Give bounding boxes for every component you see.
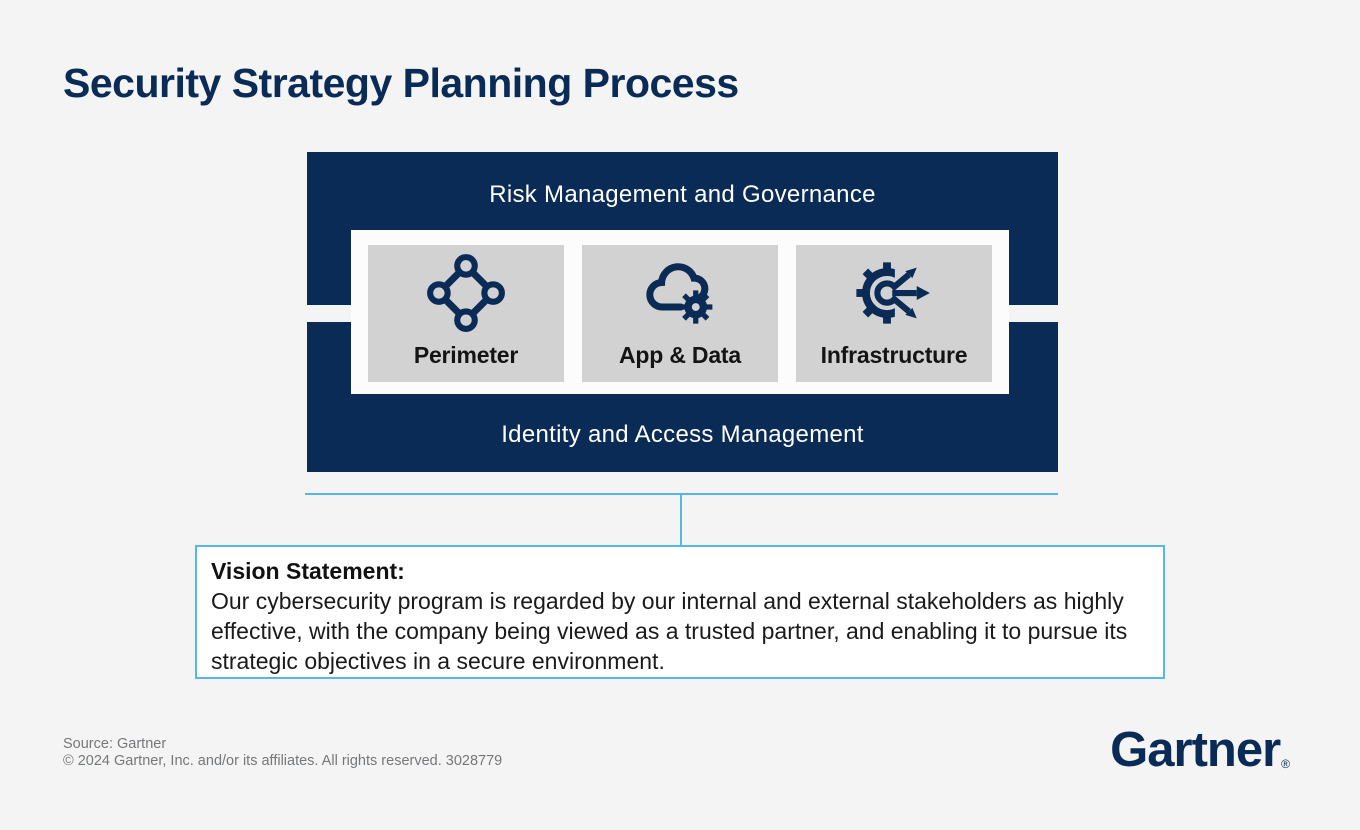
copyright-line: © 2024 Gartner, Inc. and/or its affiliat… [63, 753, 503, 769]
layer-perimeter: Perimeter [368, 245, 564, 382]
layer-infrastructure: Infrastructure [796, 245, 992, 382]
identity-access-label: Identity and Access Management [501, 421, 864, 448]
security-layers-panel: Perimeter [351, 230, 1009, 394]
source-line: Source: Gartner [63, 736, 167, 752]
layer-label: App & Data [619, 342, 741, 368]
page-title: Security Strategy Planning Process [63, 60, 739, 106]
vision-statement-heading: Vision Statement: [211, 558, 405, 584]
layer-label: Perimeter [413, 342, 519, 368]
gartner-logo-text: Gartner [1110, 723, 1281, 777]
vision-statement-text: Our cybersecurity program is regarded by… [211, 588, 1128, 674]
layer-label: Infrastructure [820, 342, 968, 368]
risk-management-label: Risk Management and Governance [489, 181, 876, 208]
gear-arrows-icon [856, 262, 930, 324]
layer-app-data: App & Data [582, 245, 778, 382]
connector-vertical-line [680, 493, 682, 546]
registered-trademark-mark: ® [1281, 757, 1290, 771]
vision-statement-box: Vision Statement: Our cybersecurity prog… [195, 545, 1165, 679]
network-nodes-icon [427, 254, 505, 332]
source-attribution: Source: Gartner © 2024 Gartner, Inc. and… [63, 736, 502, 770]
cloud-gear-icon [646, 263, 713, 324]
gartner-logo: Gartner® [1110, 722, 1290, 778]
